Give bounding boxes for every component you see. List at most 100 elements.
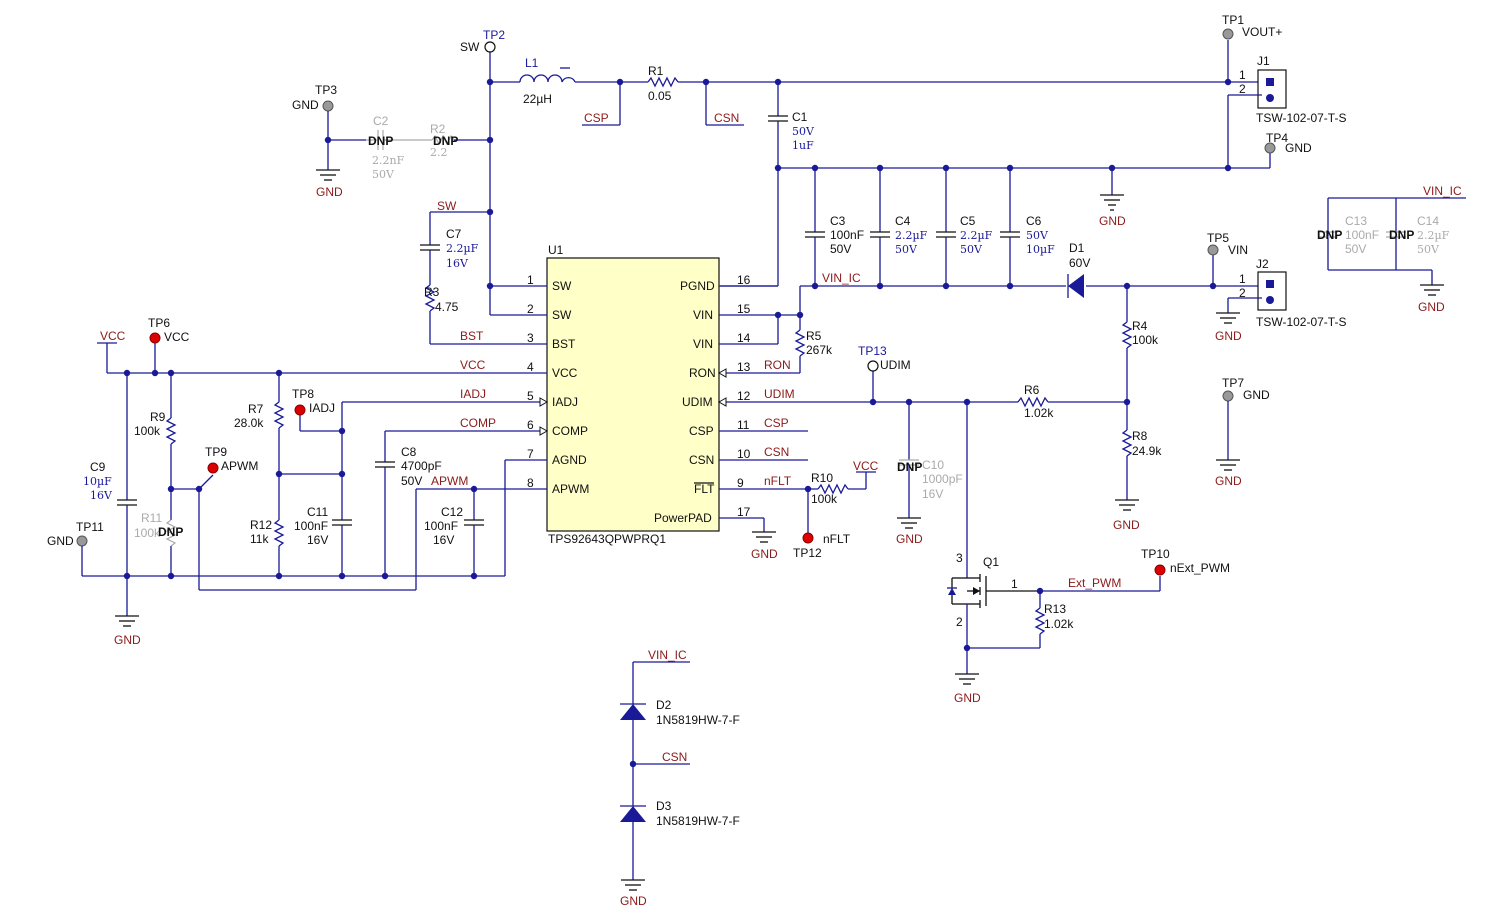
r9-ref: R9 [150,410,166,424]
u1-pin9-num: 9 [737,476,744,490]
u1-pin5-name: IADJ [552,395,578,409]
u1-left-pins [107,285,549,490]
u1-pin10-name: CSN [689,453,714,467]
ext-pwm-label: Ext_PWM [1068,576,1121,590]
tp10-label: nExt_PWM [1170,561,1230,575]
tp11-testpoint[interactable] [76,535,88,547]
r3-value: 4.75 [435,300,459,314]
c9-voltage: 16V [90,489,113,502]
u1-pin1-num: 1 [527,273,534,287]
tp11-ref: TP11 [76,520,104,534]
r2-ref: R2 [430,122,446,136]
ron-net-label: RON [764,358,791,372]
r13-value: 1.02k [1044,617,1074,631]
tp5-label: VIN [1228,243,1248,257]
c6-voltage: 50V [1026,229,1049,242]
r7-ref: R7 [248,402,264,416]
q1-ref: Q1 [983,555,999,569]
tp1-ref: TP1 [1222,13,1244,27]
r3-resistor [424,284,436,312]
u1-pin4-num: 4 [527,360,534,374]
tp10-testpoint[interactable] [1154,564,1166,576]
tp2-testpoint[interactable] [484,41,496,53]
j2-part: TSW-102-07-T-S [1256,315,1346,329]
output-path [489,40,1262,212]
u1-pin15-num: 15 [737,302,751,316]
gnd-label-c14: GND [1418,300,1445,314]
tp13-testpoint[interactable] [867,360,879,372]
c12-ref: C12 [441,505,463,519]
u1-pin15-name: VIN [693,308,713,322]
c11-ref: C11 [307,505,328,519]
c4-cap: 2.2µF [895,229,928,242]
tp3-testpoint[interactable] [322,100,334,112]
j1-connector[interactable] [1257,69,1287,109]
tp8-testpoint[interactable] [294,404,306,416]
csp-net-label: CSP [764,416,789,430]
c5-voltage: 50V [960,243,983,256]
c2-ref: C2 [373,114,389,128]
c3-ref: C3 [830,214,846,228]
j2-connector[interactable] [1257,271,1287,311]
r10-ref: R10 [811,471,833,485]
tp9-testpoint[interactable] [207,462,219,474]
u1-pin8-name: APWM [552,482,589,496]
tp12-testpoint[interactable] [802,532,814,544]
d2-value: 1N5819HW-7-F [656,713,740,727]
c11-cap: 100nF [294,519,328,533]
c8-cap: 4700pF [401,459,442,473]
tp4-ref: TP4 [1266,131,1288,145]
r6-value: 1.02k [1024,406,1054,420]
tp7-ref: TP7 [1222,376,1244,390]
u1-pin6-name: COMP [552,424,588,438]
gnd-label-q1: GND [954,691,981,705]
r11-value: 100k [134,526,161,540]
r11-dnp: DNP [158,525,183,539]
j1-pin2: 2 [1239,82,1246,96]
gnd-label-powerpad: GND [751,547,778,561]
iadj-net-label: IADJ [460,387,486,401]
c14-dnp: DNP [1389,228,1414,242]
c3-voltage: 50V [830,242,851,256]
c3-cap: 100nF [830,228,864,242]
sw-net-label: SW [437,199,457,213]
c1-voltage: 50V [792,125,815,138]
tp7-testpoint[interactable] [1222,390,1234,402]
c1-ref: C1 [792,110,808,124]
r2-dnp: DNP [433,134,458,148]
r3-ref: R3 [424,285,440,299]
d1-ref: D1 [1069,241,1085,255]
u1-part: TPS92643QPWPRQ1 [548,532,666,546]
tp1-testpoint[interactable] [1222,28,1234,40]
tp2-ref: TP2 [483,28,505,42]
c4-ref: C4 [895,214,911,228]
r9-value: 100k [134,424,161,438]
l1-inductor [519,67,576,83]
tp6-testpoint[interactable] [149,332,161,344]
tp4-testpoint[interactable] [1264,142,1276,154]
q1-pin1: 1 [1011,577,1018,591]
tp11-label: GND [47,534,74,548]
ground-symbol [1100,194,1124,211]
vin-ic-label: VIN_IC [822,271,861,285]
c2-voltage: 50V [372,168,395,181]
vin-ic-right-label: VIN_IC [1423,184,1462,198]
r4-ref: R4 [1132,319,1148,333]
u1-pin10-num: 10 [737,447,751,461]
r10-value: 100k [811,492,838,506]
tp9-label: APWM [221,459,258,473]
vcc-net-label: VCC [460,358,486,372]
csn-net-label: CSN [764,445,789,459]
u1-pin7-name: AGND [552,453,587,467]
r5-value: 267k [806,343,833,357]
u1-pin16-name: PGND [680,279,715,293]
c2-cap: 2.2nF [372,154,405,167]
d3-value: 1N5819HW-7-F [656,814,740,828]
c9-cap: 10µF [83,475,112,488]
u1-pin3-num: 3 [527,331,534,345]
q1-mosfet [947,574,1040,608]
gnd-label-c1: GND [1099,214,1126,228]
q1-pin2: 2 [956,615,963,629]
j1-ref: J1 [1257,54,1270,68]
tp5-testpoint[interactable] [1207,244,1219,256]
